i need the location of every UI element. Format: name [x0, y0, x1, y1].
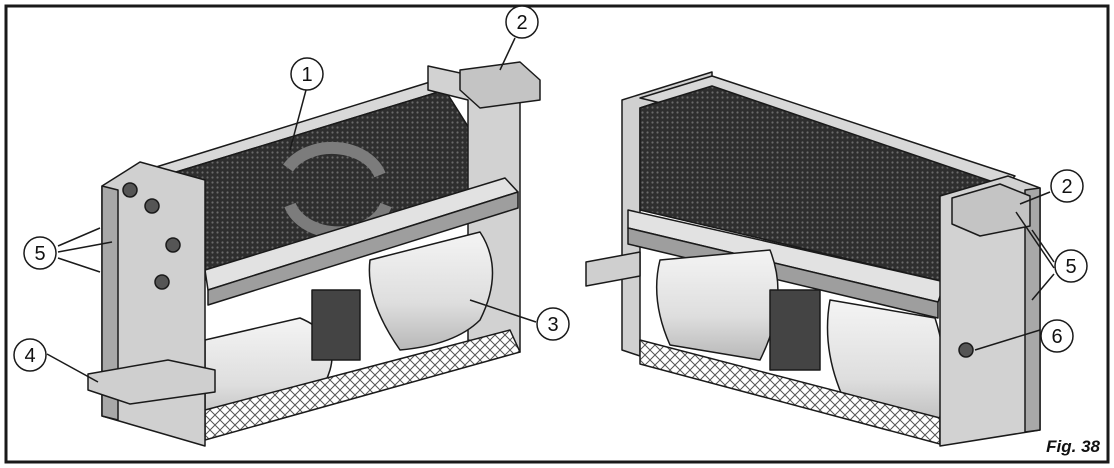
callout-4: 4	[13, 338, 47, 372]
callout-5-left: 5	[23, 236, 57, 270]
callout-5-right: 5	[1054, 249, 1088, 283]
left-left-endplate-edge	[101, 185, 119, 421]
right-right-endplate-edge	[1024, 187, 1041, 433]
callout-2-right-label: 2	[1061, 176, 1072, 198]
leader-4	[46, 353, 99, 383]
callout-1-label: 1	[301, 64, 312, 86]
leader-5-left-a	[57, 227, 101, 247]
left-drain-tray	[87, 359, 216, 405]
leader-5-right-a	[1031, 229, 1055, 263]
leader-5-left-b	[57, 241, 113, 253]
right-drum-a	[655, 249, 779, 361]
callout-6: 6	[1040, 319, 1074, 353]
right-header-box	[951, 183, 1031, 237]
leader-1	[289, 89, 307, 151]
right-front-bar-shadow	[627, 227, 939, 319]
right-drain-tray	[585, 251, 641, 287]
right-fitting	[958, 342, 974, 358]
callout-2-left: 2	[505, 5, 539, 39]
left-fitting-1	[122, 182, 138, 198]
callout-6-label: 6	[1051, 326, 1062, 348]
left-fitting-3	[165, 237, 181, 253]
leader-5-right-c	[1031, 273, 1055, 301]
callout-2-right: 2	[1050, 169, 1084, 203]
left-front-bar-shadow	[207, 191, 519, 306]
right-unit	[585, 71, 1041, 447]
left-unit	[87, 61, 541, 447]
leader-2-left	[499, 37, 516, 71]
callout-4-label: 4	[24, 345, 35, 367]
callout-2-left-label: 2	[516, 12, 527, 34]
callout-5-right-label: 5	[1065, 256, 1076, 278]
leader-lines	[46, 37, 1055, 383]
outer-border	[4, 4, 1110, 464]
leader-5-right-b	[1015, 211, 1055, 269]
left-fitting-4	[154, 274, 170, 290]
callout-5-left-label: 5	[34, 243, 45, 265]
right-motor	[769, 289, 821, 371]
leader-3	[469, 299, 537, 323]
figure-caption: Fig. 38	[1046, 437, 1100, 456]
callout-3-label: 3	[547, 314, 558, 336]
callout-3: 3	[536, 307, 570, 341]
leader-6	[974, 329, 1041, 351]
leader-2-right	[1019, 191, 1051, 205]
left-header-box	[459, 61, 541, 109]
left-fitting-2	[144, 198, 160, 214]
left-motor	[311, 289, 361, 361]
left-drum-b	[368, 231, 494, 351]
rotation-arrow-icon	[283, 141, 386, 178]
callout-1: 1	[290, 57, 324, 91]
leader-5-left-c	[57, 257, 101, 273]
